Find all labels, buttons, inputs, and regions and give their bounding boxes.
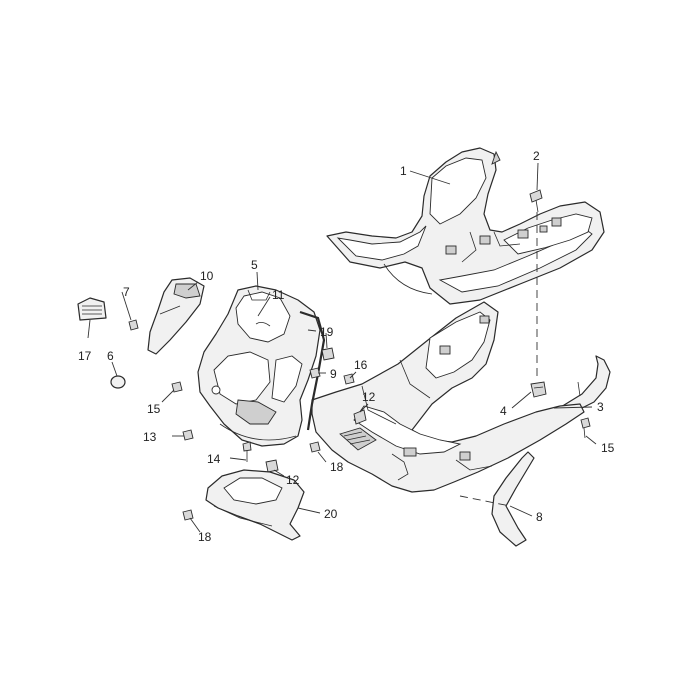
callout-14: 14 bbox=[207, 452, 221, 466]
floor-panel bbox=[311, 301, 585, 493]
callout-11: 11 bbox=[272, 288, 285, 302]
callout-labels: 1 2 3 4 5 6 7 8 9 10 11 12 12 13 14 15 1… bbox=[78, 149, 615, 544]
callout-18a: 18 bbox=[330, 460, 344, 474]
part-11-shield-trim bbox=[299, 310, 326, 431]
callout-6: 6 bbox=[107, 349, 114, 363]
callout-18b: 18 bbox=[198, 530, 212, 544]
part-4-clip-nut bbox=[530, 381, 547, 398]
callout-16: 16 bbox=[354, 358, 368, 372]
part-15-screw-left bbox=[171, 381, 183, 393]
callout-3: 3 bbox=[597, 400, 604, 414]
part-13-screw bbox=[182, 429, 194, 441]
callout-10: 10 bbox=[200, 269, 214, 283]
part-2-screw bbox=[529, 189, 543, 213]
callout-19: 19 bbox=[320, 325, 334, 339]
callout-13: 13 bbox=[143, 430, 157, 444]
part-20-lower-spoiler bbox=[205, 469, 305, 541]
callout-4: 4 bbox=[500, 404, 507, 418]
part-9-screw bbox=[309, 367, 321, 379]
part-10-nose-cover bbox=[147, 277, 205, 355]
part-1-frame-cover bbox=[326, 147, 605, 305]
part-18-screw-lower bbox=[182, 509, 194, 521]
part-6-cap bbox=[110, 375, 126, 389]
callout-2: 2 bbox=[533, 149, 540, 163]
part-8-lower-strip bbox=[491, 451, 535, 547]
callout-17: 17 bbox=[78, 349, 92, 363]
callout-12b: 12 bbox=[286, 473, 300, 487]
callout-1: 1 bbox=[400, 164, 407, 178]
callout-7: 7 bbox=[123, 285, 130, 299]
callout-5: 5 bbox=[251, 258, 258, 272]
part-15-screw-right bbox=[580, 417, 591, 439]
part-17-badge bbox=[77, 297, 107, 321]
part-18-screw-middle bbox=[309, 441, 321, 453]
callout-8: 8 bbox=[536, 510, 543, 524]
callout-20: 20 bbox=[324, 507, 338, 521]
callout-12a: 12 bbox=[362, 390, 376, 404]
part-12-clip-lower bbox=[265, 459, 279, 473]
part-14-screw bbox=[242, 441, 252, 462]
callout-15a: 15 bbox=[147, 402, 161, 416]
part-5-front-shield bbox=[197, 285, 321, 447]
leader-lines bbox=[87, 162, 597, 533]
callout-15b: 15 bbox=[601, 441, 615, 455]
callout-9: 9 bbox=[330, 367, 337, 381]
part-19-clip bbox=[321, 347, 335, 361]
part-7-screw bbox=[128, 319, 139, 331]
